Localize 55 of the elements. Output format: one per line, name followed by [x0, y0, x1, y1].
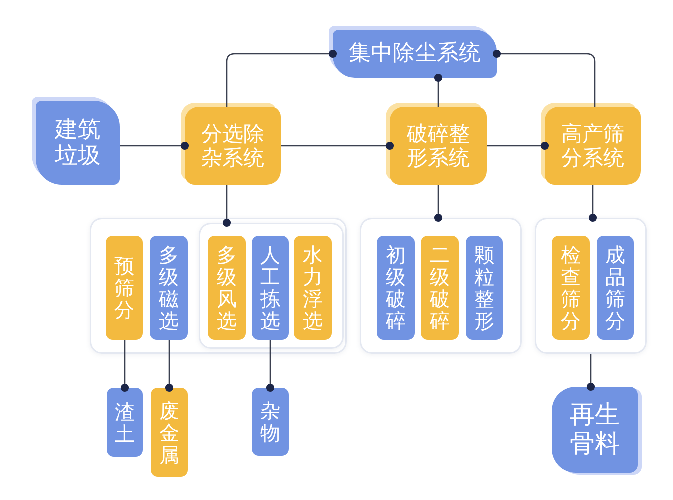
group-panel	[90, 218, 347, 354]
step-box	[597, 236, 634, 340]
connector	[165, 340, 174, 392]
step-box	[107, 388, 143, 457]
connector	[492, 50, 596, 107]
step-box	[106, 236, 143, 340]
connector	[222, 185, 232, 228]
connector	[434, 185, 443, 222]
node-label: 人工拣选	[260, 244, 280, 332]
step-box	[252, 236, 289, 340]
connector	[266, 340, 275, 392]
connector	[281, 142, 394, 150]
node-label: 初级破碎	[386, 244, 406, 332]
node-label: 建筑垃圾	[54, 116, 102, 170]
step-box	[552, 236, 590, 340]
node-label: 渣土	[115, 400, 135, 444]
node-label: 二级破碎	[430, 244, 450, 332]
connector	[487, 142, 550, 150]
node-label: 再生骨料	[569, 401, 621, 459]
step-box	[377, 236, 415, 340]
step-box	[150, 236, 188, 340]
step-box	[252, 388, 289, 456]
process-box	[545, 107, 641, 185]
connector	[586, 354, 596, 392]
step-box	[421, 236, 459, 340]
process-box	[390, 107, 487, 185]
node-label: 分选除杂系统	[200, 122, 266, 170]
group-panel	[199, 223, 344, 349]
output-box	[552, 387, 638, 473]
connector	[120, 142, 190, 150]
group-panel	[360, 218, 522, 354]
node-label: 高产筛分系统	[560, 122, 626, 170]
connector	[226, 50, 338, 107]
connector	[434, 74, 443, 107]
process-box	[185, 107, 281, 185]
node-label: 水力浮选	[303, 244, 323, 332]
node-label: 预筛分	[114, 255, 134, 321]
node-label: 杂物	[260, 400, 280, 444]
step-box	[466, 236, 503, 340]
process-box	[333, 30, 497, 78]
node-label: 废金属	[160, 400, 180, 466]
connector	[588, 185, 598, 222]
node-label: 集中除尘系统	[348, 41, 482, 67]
process-box	[36, 101, 120, 185]
group-panel	[535, 218, 647, 354]
node-label: 多级磁选	[159, 244, 179, 332]
node-label: 成品筛分	[606, 244, 626, 332]
step-box	[208, 236, 246, 340]
node-label: 检查筛分	[561, 244, 581, 332]
node-label: 颗粒整形	[474, 244, 494, 332]
step-box	[294, 236, 332, 340]
step-box	[151, 388, 188, 477]
node-label: 破碎整形系统	[406, 122, 471, 170]
connector	[120, 340, 130, 392]
node-label: 多级风选	[217, 244, 237, 332]
